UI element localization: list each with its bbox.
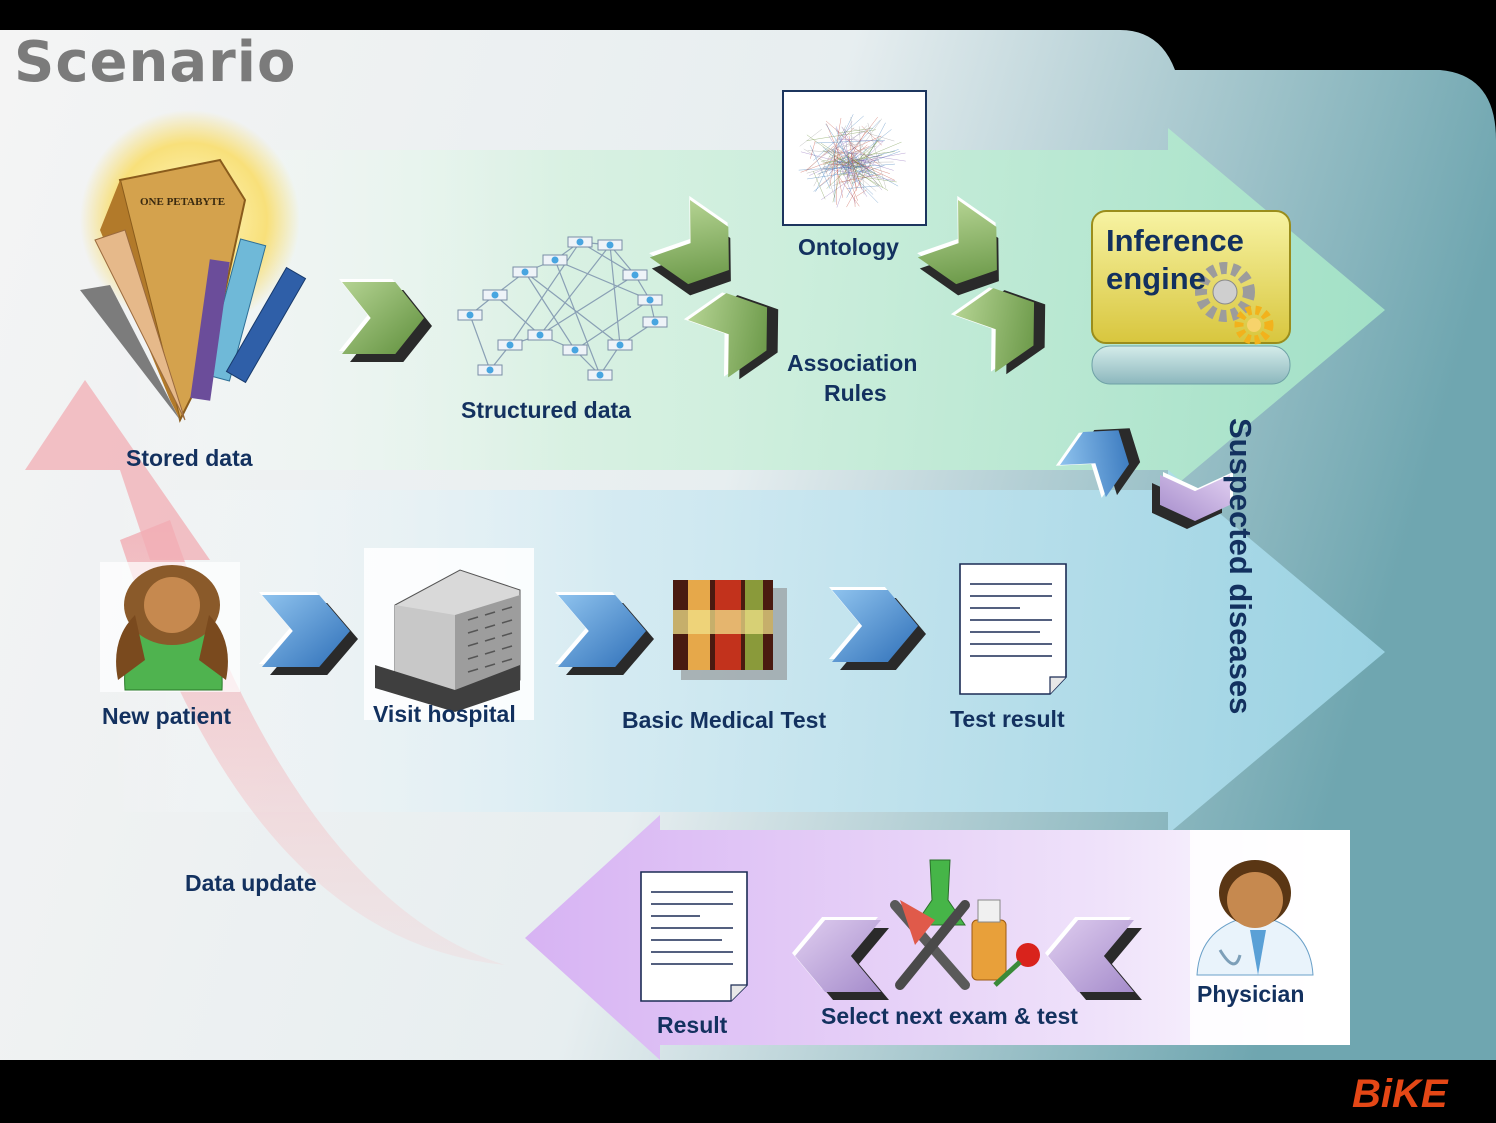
structured-data-label: Structured data <box>461 397 631 423</box>
document-icon <box>640 871 748 1002</box>
association-rules-label-line2: Rules <box>824 380 887 406</box>
chevron-arrow-icon <box>555 592 654 675</box>
gear-icon <box>1195 262 1274 345</box>
book-label: ONE PETABYTE <box>140 196 225 208</box>
suspected-diseases-label: Suspected diseases <box>1223 418 1258 715</box>
association-rules-label-line1: Association <box>787 350 918 376</box>
bike-logo: BiKE <box>1352 1072 1448 1116</box>
chevron-arrow-icon <box>259 592 358 675</box>
patient-icon <box>100 562 240 692</box>
chevron-arrow-icon <box>683 292 779 380</box>
slide-title: Scenario <box>14 30 297 95</box>
chevron-arrow-icon <box>950 287 1046 375</box>
physician-label: Physician <box>1197 981 1305 1007</box>
chevron-arrow-icon <box>649 195 731 296</box>
flow-chevrons <box>259 195 1233 1000</box>
data-update-arrow-head <box>25 380 210 560</box>
stored-data-label: Stored data <box>126 445 253 471</box>
test-tubes-icon <box>673 580 787 680</box>
inference-engine-label-line1: Inference <box>1106 223 1244 258</box>
result-label: Result <box>657 1012 728 1038</box>
new-patient-label: New patient <box>102 703 232 729</box>
visit-hospital-label: Visit hospital <box>373 701 516 727</box>
footer-bar <box>0 1060 1496 1123</box>
select-next-exam-label: Select next exam & test <box>821 1003 1078 1029</box>
test-result-label: Test result <box>950 706 1065 732</box>
hospital-building-icon <box>364 548 534 720</box>
chevron-arrow-icon <box>1045 917 1142 1000</box>
network-nodes <box>457 236 668 381</box>
document-icon <box>959 563 1067 695</box>
chevron-arrow-icon <box>1152 472 1233 529</box>
chevron-arrow-icon <box>1055 428 1141 498</box>
database-tower-icon: ONE PETABYTE <box>80 110 307 423</box>
ontology-graph-icon <box>798 114 906 208</box>
lab-tools-icon <box>890 859 1040 990</box>
chevron-arrow-icon <box>917 195 999 296</box>
inference-engine-box <box>1091 210 1291 344</box>
chevron-arrow-icon <box>792 917 889 1000</box>
inference-engine-label-line2: engine <box>1106 261 1206 296</box>
ontology-label: Ontology <box>798 234 899 260</box>
physician-icon <box>1196 860 1314 976</box>
chevron-arrow-icon <box>339 279 432 362</box>
basic-medical-test-label: Basic Medical Test <box>622 707 827 733</box>
chevron-arrow-icon <box>829 587 926 670</box>
ontology-frame <box>782 90 927 226</box>
data-update-label: Data update <box>185 870 317 896</box>
engine-base <box>1091 345 1291 385</box>
inference-engine-label: Inference engine <box>1106 222 1244 298</box>
